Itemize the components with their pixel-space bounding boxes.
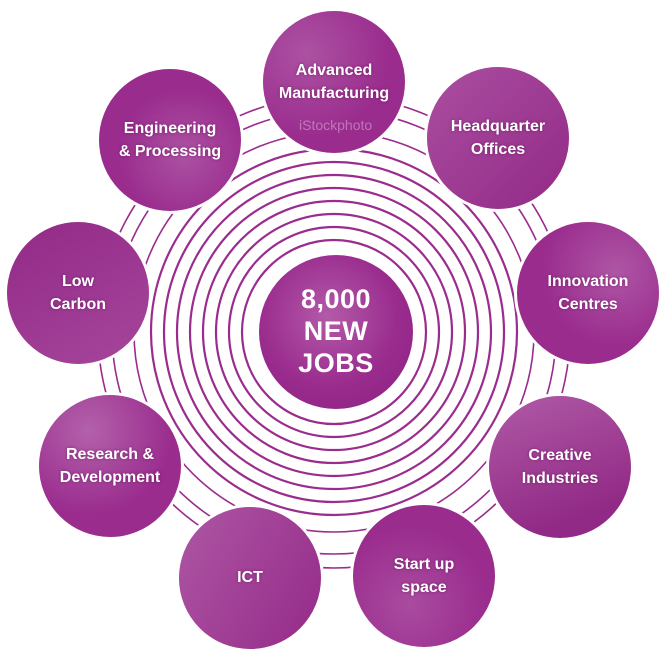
sector-ict: ICT bbox=[176, 504, 324, 652]
sector-photo-image bbox=[353, 505, 495, 647]
sector-label: Low Carbon bbox=[50, 272, 106, 313]
sector-label: ICT bbox=[237, 569, 263, 587]
sector-photo-image bbox=[489, 396, 631, 538]
ring-4 bbox=[201, 199, 467, 465]
center-line-3: JOBS bbox=[298, 347, 374, 378]
sector-photo-image bbox=[517, 222, 659, 364]
sector-start-up-space: Start up space bbox=[350, 502, 498, 650]
ring-3 bbox=[214, 212, 454, 452]
ring-7 bbox=[162, 160, 506, 504]
sector-label: Start up space bbox=[393, 555, 455, 596]
center-hub: 8,000 NEW JOBS bbox=[259, 255, 413, 409]
ring-6 bbox=[175, 173, 493, 491]
ring-2 bbox=[227, 225, 441, 439]
center-line-2: NEW bbox=[303, 316, 369, 347]
ring-5 bbox=[188, 186, 480, 478]
sector-photo-image bbox=[427, 67, 569, 209]
sector-photo-image bbox=[263, 11, 405, 153]
sector-label: Innovation Centres bbox=[547, 272, 629, 313]
sector-label: Advanced Manufacturing bbox=[278, 61, 390, 102]
ring-1 bbox=[240, 238, 428, 426]
sector-label: Engineering & Processing bbox=[118, 119, 222, 160]
sector-advanced-manufacturing: iStockphoto Advanced Manufacturing bbox=[260, 8, 408, 156]
sector-label: Headquarter Offices bbox=[450, 117, 546, 158]
sector-photo-image bbox=[7, 222, 149, 364]
sector-research-development: Research & Development bbox=[36, 392, 184, 540]
sector-creative-industries: Creative Industries bbox=[486, 393, 634, 541]
sector-photo-image bbox=[39, 395, 181, 537]
sector-photo-image bbox=[179, 507, 321, 649]
watermark-text: iStockphoto bbox=[299, 117, 373, 133]
sector-photo-image bbox=[99, 69, 241, 211]
sector-low-carbon: Low Carbon bbox=[4, 219, 152, 367]
center-line-1: 8,000 bbox=[300, 284, 372, 315]
sector-label: Creative Industries bbox=[521, 446, 599, 487]
sector-innovation-centres: Innovation Centres bbox=[514, 219, 660, 367]
sector-engineering-processing: Engineering & Processing bbox=[96, 66, 244, 214]
sector-headquarter-offices: Headquarter Offices bbox=[424, 64, 572, 212]
sector-label: Research & Development bbox=[59, 445, 161, 486]
